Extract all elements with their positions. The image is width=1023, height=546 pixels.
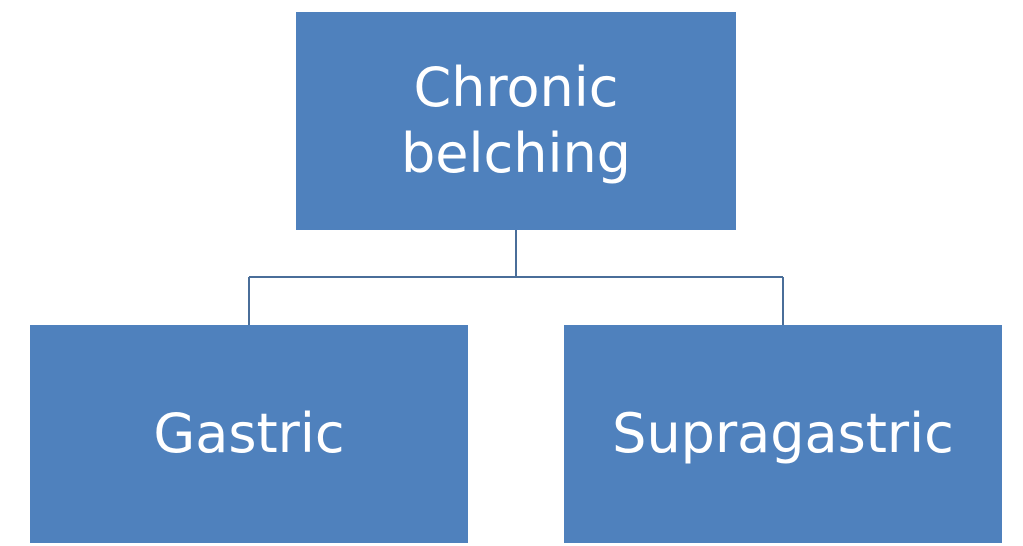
- root-node-label: Chronic belching: [401, 56, 631, 185]
- root-node-box: Chronic belching: [296, 12, 736, 230]
- child-node-supragastric-box: Supragastric: [564, 325, 1002, 543]
- child-node-gastric-label: Gastric: [153, 402, 345, 466]
- child-node-gastric-box: Gastric: [30, 325, 468, 543]
- child-node-supragastric-label: Supragastric: [612, 402, 954, 466]
